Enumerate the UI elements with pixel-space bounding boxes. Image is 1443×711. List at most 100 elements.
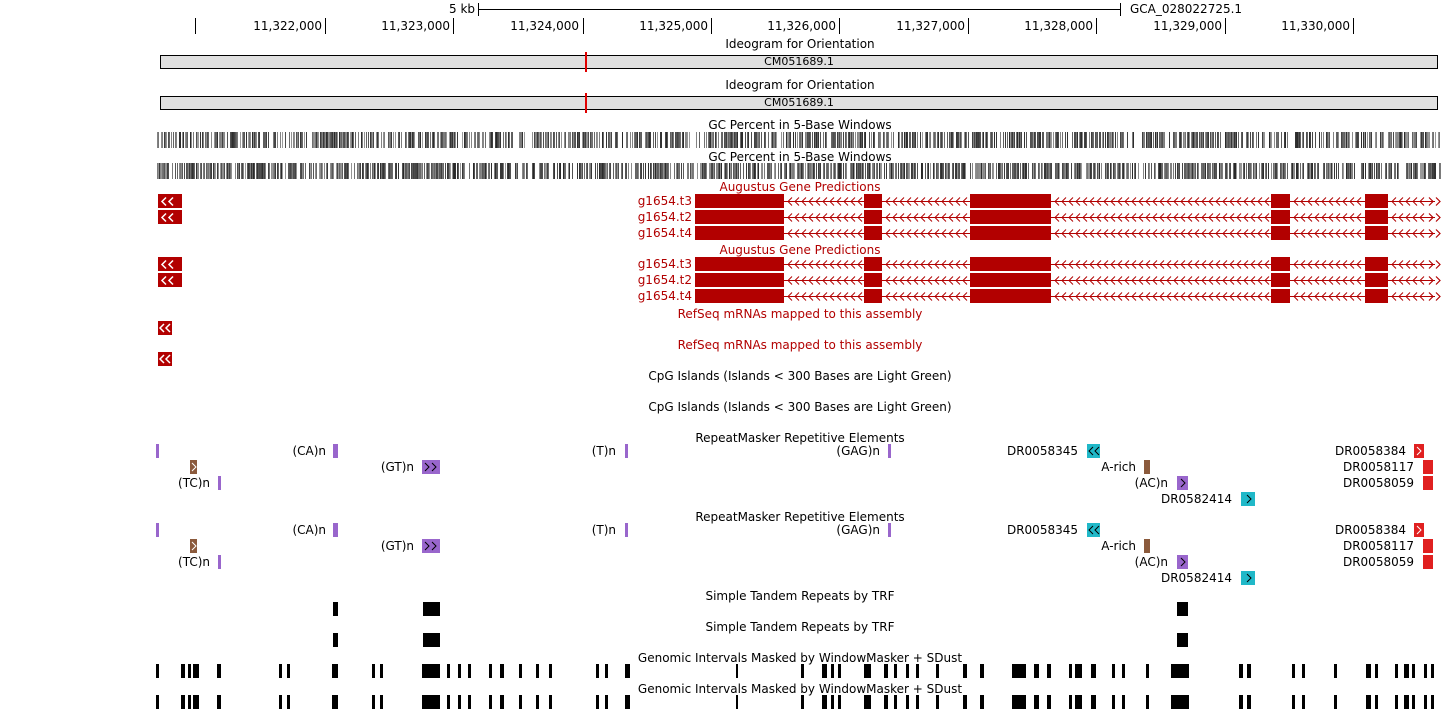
masked-interval[interactable] bbox=[181, 664, 185, 678]
masked-interval[interactable] bbox=[287, 664, 290, 678]
gene-block[interactable] bbox=[158, 273, 182, 287]
exon[interactable] bbox=[695, 273, 784, 287]
augustus-title[interactable]: Augustus Gene Predictions bbox=[719, 243, 881, 257]
repeat-element[interactable] bbox=[1423, 476, 1433, 490]
masked-interval[interactable] bbox=[519, 695, 522, 709]
exon[interactable] bbox=[1271, 226, 1290, 240]
masked-interval[interactable] bbox=[332, 695, 338, 709]
exon[interactable] bbox=[864, 194, 882, 208]
exon[interactable] bbox=[1365, 289, 1388, 303]
windowmasker-title[interactable]: Genomic Intervals Masked by WindowMasker… bbox=[637, 651, 963, 665]
masked-interval[interactable] bbox=[1412, 664, 1415, 678]
masked-interval[interactable] bbox=[217, 664, 221, 678]
masked-interval[interactable] bbox=[1412, 695, 1415, 709]
masked-interval[interactable] bbox=[936, 664, 939, 678]
ideogram-bar[interactable]: CM051689.1 bbox=[160, 93, 1438, 113]
masked-interval[interactable] bbox=[1075, 664, 1082, 678]
masked-interval[interactable] bbox=[1069, 695, 1072, 709]
gc-percent-track[interactable] bbox=[157, 163, 1441, 179]
masked-interval[interactable] bbox=[549, 664, 552, 678]
masked-interval[interactable] bbox=[1292, 695, 1295, 709]
exon[interactable] bbox=[970, 226, 1051, 240]
masked-interval[interactable] bbox=[156, 695, 159, 709]
exon[interactable] bbox=[970, 210, 1051, 224]
gene-block[interactable] bbox=[158, 257, 182, 271]
exon[interactable] bbox=[1271, 273, 1290, 287]
repeat-element[interactable] bbox=[422, 539, 440, 553]
exon[interactable] bbox=[695, 226, 784, 240]
repeat-element[interactable] bbox=[333, 444, 338, 458]
masked-interval[interactable] bbox=[596, 664, 599, 678]
masked-interval[interactable] bbox=[894, 695, 897, 709]
masked-interval[interactable] bbox=[605, 664, 608, 678]
masked-interval[interactable] bbox=[156, 664, 159, 678]
masked-interval[interactable] bbox=[1122, 695, 1125, 709]
refseq-title[interactable]: RefSeq mRNAs mapped to this assembly bbox=[677, 338, 923, 352]
repeat-element[interactable] bbox=[1087, 523, 1100, 537]
masked-interval[interactable] bbox=[519, 664, 522, 678]
masked-interval[interactable] bbox=[287, 695, 290, 709]
gene-block[interactable] bbox=[158, 194, 182, 208]
masked-interval[interactable] bbox=[1012, 695, 1026, 709]
masked-interval[interactable] bbox=[500, 695, 504, 709]
masked-interval[interactable] bbox=[1395, 664, 1398, 678]
masked-interval[interactable] bbox=[736, 664, 738, 678]
masked-interval[interactable] bbox=[1146, 664, 1149, 678]
exon[interactable] bbox=[970, 194, 1051, 208]
exon[interactable] bbox=[1365, 257, 1388, 271]
exon[interactable] bbox=[695, 289, 784, 303]
masked-interval[interactable] bbox=[1012, 664, 1026, 678]
repeat-element[interactable] bbox=[422, 460, 440, 474]
repeat-element[interactable] bbox=[156, 523, 159, 537]
tandem-repeat[interactable] bbox=[423, 633, 440, 647]
masked-interval[interactable] bbox=[468, 664, 471, 678]
masked-interval[interactable] bbox=[1146, 695, 1149, 709]
masked-interval[interactable] bbox=[422, 695, 440, 709]
repeat-element[interactable] bbox=[1241, 571, 1255, 585]
masked-interval[interactable] bbox=[1091, 695, 1096, 709]
refseq-feature[interactable] bbox=[158, 352, 172, 366]
exon[interactable] bbox=[1365, 226, 1388, 240]
masked-interval[interactable] bbox=[279, 664, 282, 678]
repeat-element[interactable] bbox=[218, 476, 221, 490]
masked-interval[interactable] bbox=[864, 664, 871, 678]
masked-interval[interactable] bbox=[188, 695, 191, 709]
repeat-element[interactable] bbox=[1087, 444, 1100, 458]
masked-interval[interactable] bbox=[1122, 664, 1125, 678]
masked-interval[interactable] bbox=[372, 664, 375, 678]
cpg-title[interactable]: CpG Islands (Islands < 300 Bases are Lig… bbox=[648, 400, 952, 414]
gc-title[interactable]: GC Percent in 5-Base Windows bbox=[708, 118, 892, 132]
exon[interactable] bbox=[864, 289, 882, 303]
masked-interval[interactable] bbox=[1047, 695, 1051, 709]
masked-interval[interactable] bbox=[963, 664, 967, 678]
repeat-element[interactable] bbox=[1241, 492, 1255, 506]
repeat-element[interactable] bbox=[625, 444, 628, 458]
masked-interval[interactable] bbox=[1334, 664, 1337, 678]
masked-interval[interactable] bbox=[1091, 664, 1096, 678]
exon[interactable] bbox=[970, 257, 1051, 271]
masked-interval[interactable] bbox=[1302, 664, 1305, 678]
masked-interval[interactable] bbox=[822, 695, 827, 709]
masked-interval[interactable] bbox=[380, 664, 383, 678]
masked-interval[interactable] bbox=[332, 664, 338, 678]
masked-interval[interactable] bbox=[1239, 664, 1243, 678]
ideogram-bar[interactable]: CM051689.1 bbox=[160, 52, 1438, 72]
masked-interval[interactable] bbox=[1034, 695, 1039, 709]
masked-interval[interactable] bbox=[916, 664, 919, 678]
repeatmasker-title[interactable]: RepeatMasker Repetitive Elements bbox=[695, 431, 905, 445]
ideogram-title[interactable]: Ideogram for Orientation bbox=[725, 78, 875, 92]
masked-interval[interactable] bbox=[1171, 695, 1189, 709]
cpg-title[interactable]: CpG Islands (Islands < 300 Bases are Lig… bbox=[648, 369, 952, 383]
masked-interval[interactable] bbox=[489, 664, 492, 678]
masked-interval[interactable] bbox=[838, 664, 841, 678]
ideogram-title[interactable]: Ideogram for Orientation bbox=[725, 37, 875, 51]
masked-interval[interactable] bbox=[372, 695, 375, 709]
masked-interval[interactable] bbox=[1424, 664, 1427, 678]
repeat-element[interactable] bbox=[156, 444, 159, 458]
augustus-title[interactable]: Augustus Gene Predictions bbox=[719, 180, 881, 194]
exon[interactable] bbox=[864, 257, 882, 271]
transcript-label[interactable]: g1654.t3 bbox=[637, 257, 692, 271]
masked-interval[interactable] bbox=[1431, 695, 1434, 709]
masked-interval[interactable] bbox=[625, 695, 630, 709]
repeat-element[interactable] bbox=[1144, 460, 1150, 474]
